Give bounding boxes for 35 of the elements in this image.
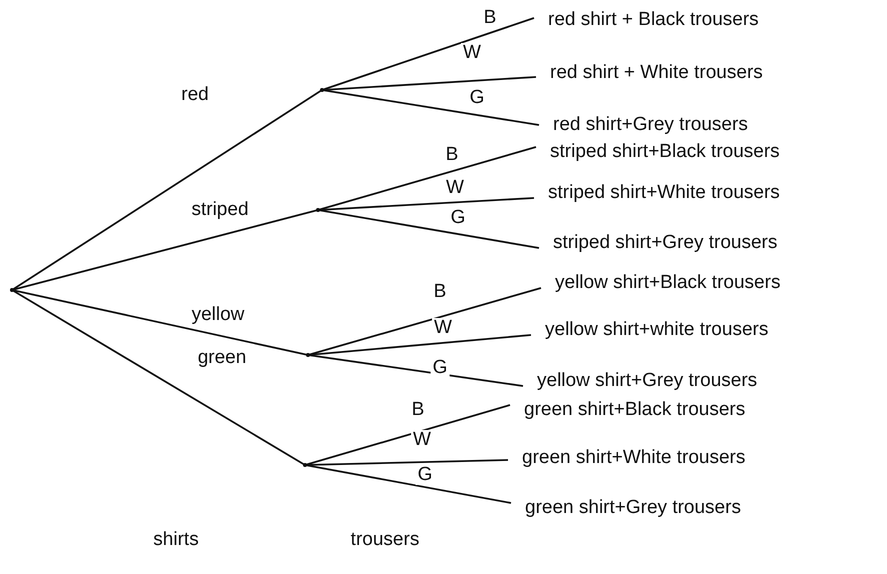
edge-label: G	[430, 358, 450, 378]
outcome-text: green shirt+Black trousers	[510, 398, 746, 422]
branch-line	[318, 146, 536, 211]
branch-line	[308, 287, 542, 356]
branch-line	[12, 289, 306, 466]
edge-label: yellow	[190, 305, 246, 325]
branch-line	[304, 464, 512, 504]
outcome-text: red shirt+Grey trousers	[539, 113, 748, 137]
branch-line	[318, 209, 540, 249]
branch-point	[320, 88, 324, 92]
branch-line	[12, 209, 318, 291]
branch-line	[308, 354, 524, 387]
outcome-text: yellow shirt+Grey trousers	[523, 369, 758, 393]
branch-line	[322, 76, 536, 91]
outcome-text: striped shirt+Black trousers	[536, 140, 780, 164]
outcome-text: striped shirt+Grey trousers	[539, 231, 778, 255]
root-point	[10, 288, 14, 292]
branch-line	[322, 17, 534, 91]
branch-point	[316, 208, 320, 212]
branch-line	[12, 89, 322, 291]
branch-line	[308, 334, 532, 356]
outcome-text: yellow shirt+white trousers	[531, 318, 768, 342]
outcome-text: red shirt + Black trousers	[534, 8, 759, 32]
outcome-text: green shirt+White trousers	[508, 446, 746, 470]
branch-line	[318, 197, 534, 211]
outcome-text: striped shirt+White trousers	[534, 181, 780, 205]
branch-line	[304, 404, 510, 466]
branch-line	[322, 89, 540, 126]
branch-line	[304, 459, 508, 466]
branch-point	[306, 353, 310, 357]
branch-point	[303, 463, 307, 467]
branch-line	[12, 289, 308, 356]
outcome-text: green shirt+Grey trousers	[511, 496, 741, 520]
outcome-text: yellow shirt+Black trousers	[541, 271, 780, 295]
outcome-text: red shirt + White trousers	[536, 61, 763, 85]
